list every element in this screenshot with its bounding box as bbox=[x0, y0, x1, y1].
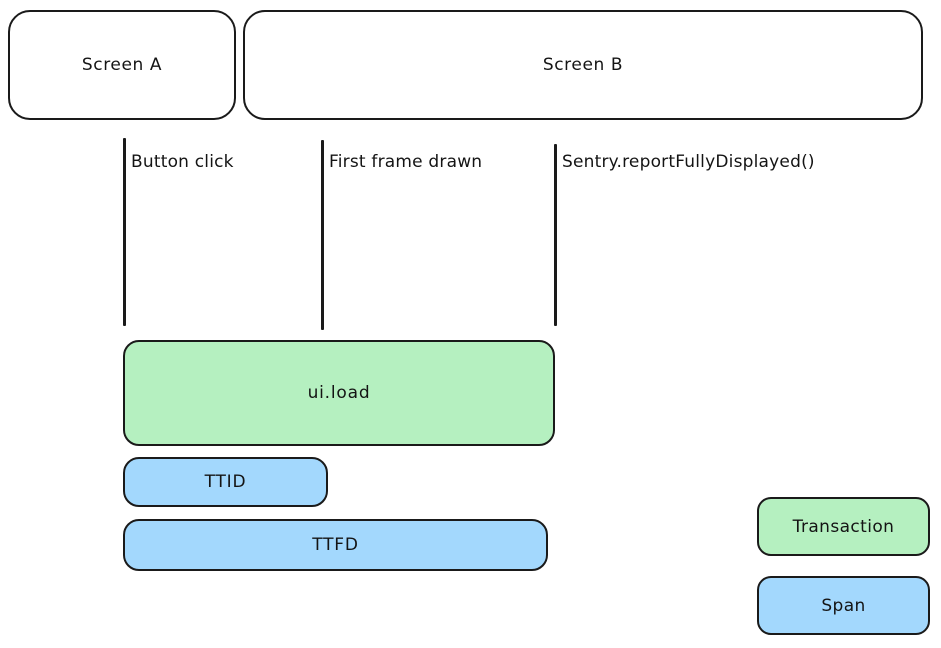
screen-box-b-label: Screen B bbox=[542, 55, 624, 75]
legend-item-transaction[interactable]: Transaction bbox=[757, 497, 930, 556]
legend-item-span[interactable]: Span bbox=[757, 576, 930, 635]
legend-item-transaction-label: Transaction bbox=[792, 516, 895, 537]
bar-ttid[interactable]: TTID bbox=[123, 457, 328, 507]
screen-box-a-label: Screen A bbox=[81, 55, 163, 75]
bar-ttfd-label: TTFD bbox=[312, 535, 359, 555]
marker-line-button-click bbox=[123, 138, 126, 326]
bar-ttfd[interactable]: TTFD bbox=[123, 519, 548, 571]
marker-line-first-frame-drawn bbox=[321, 140, 324, 330]
legend-item-span-label: Span bbox=[821, 595, 866, 616]
marker-label-button-click: Button click bbox=[131, 152, 234, 172]
marker-label-first-frame-drawn: First frame drawn bbox=[329, 152, 483, 172]
screen-box-b[interactable]: Screen B bbox=[243, 10, 923, 120]
screen-box-a[interactable]: Screen A bbox=[8, 10, 236, 120]
bar-ui-load-label: ui.load bbox=[307, 383, 371, 403]
bar-ui-load[interactable]: ui.load bbox=[123, 340, 555, 446]
bar-ttid-label: TTID bbox=[204, 472, 247, 492]
marker-label-report-fully-displayed: Sentry.reportFullyDisplayed() bbox=[562, 152, 815, 172]
marker-line-report-fully-displayed bbox=[554, 144, 557, 326]
